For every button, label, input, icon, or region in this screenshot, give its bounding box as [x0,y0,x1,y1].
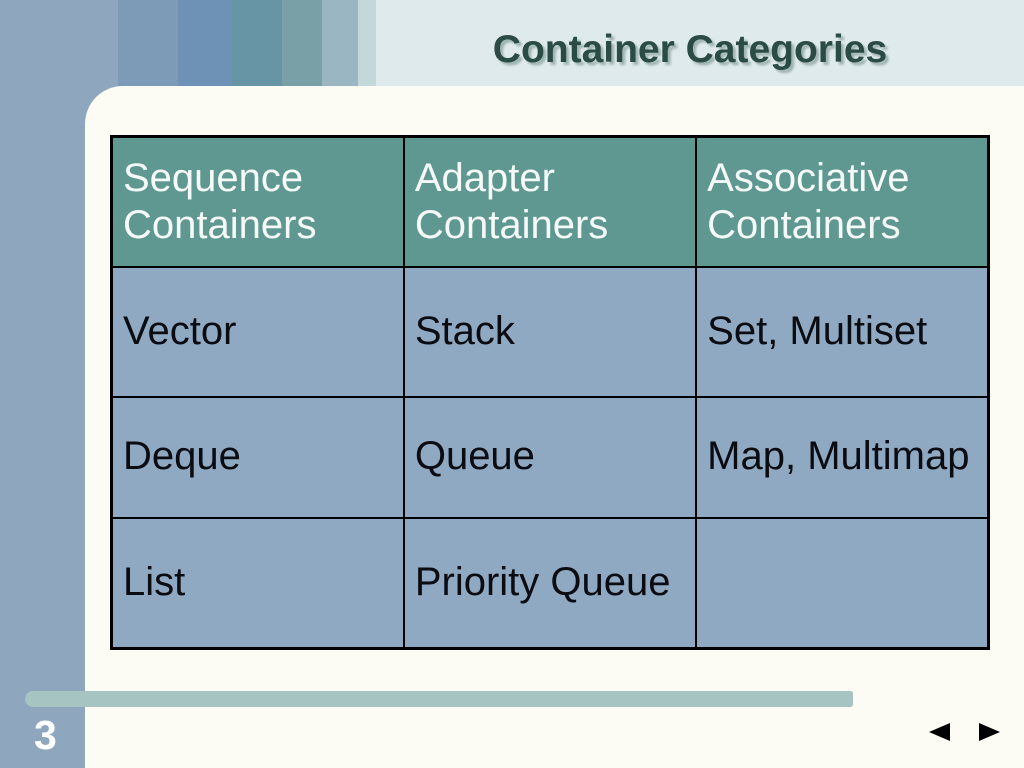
cell-priority-queue: Priority Queue [402,516,698,650]
cell-stack: Stack [402,265,698,398]
table-row: List Priority Queue [110,516,990,650]
cell-map-multimap: Map, Multimap [695,395,990,519]
next-slide-button[interactable] [977,722,1001,742]
container-categories-table: Sequence Containers Adapter Containers A… [110,135,990,650]
cell-deque: Deque [110,395,405,519]
header-cell-adapter-containers: Adapter Containers [402,135,698,268]
previous-slide-button[interactable] [927,722,951,742]
cell-queue: Queue [402,395,698,519]
table-header-row: Sequence Containers Adapter Containers A… [110,135,990,268]
table-row: Deque Queue Map, Multimap [110,395,990,519]
slide-title: Container Categories [492,28,888,71]
header-cell-sequence-containers: Sequence Containers [110,135,405,268]
title-band [376,0,1024,86]
page-number: 3 [34,712,57,758]
footer-accent-bar [25,691,853,707]
decor-stripe [322,0,358,86]
top-decor-band [0,0,1024,86]
decor-stripe [118,0,178,86]
decor-stripe [232,0,282,86]
right-arrow-icon [978,723,1000,741]
table-row: Vector Stack Set, Multiset [110,265,990,398]
decor-stripe [178,0,232,86]
cell-empty [695,516,990,650]
cell-list: List [110,516,405,650]
left-arrow-icon [928,723,950,741]
decor-stripe [358,0,376,86]
cell-set-multiset: Set, Multiset [695,265,990,398]
decor-stripe [282,0,322,86]
header-cell-associative-containers: Associative Containers [695,135,990,268]
cell-vector: Vector [110,265,405,398]
